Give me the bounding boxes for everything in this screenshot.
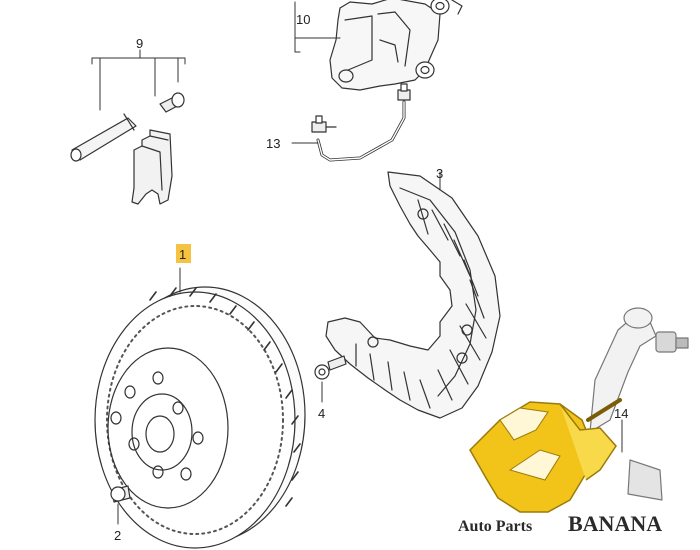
splash-shield-part-3 bbox=[325, 171, 501, 419]
bolt-part-4 bbox=[314, 355, 347, 403]
callout-10: 10 bbox=[296, 12, 310, 27]
callout-1-highlight bbox=[176, 244, 191, 263]
callout-4: 4 bbox=[318, 406, 325, 421]
callout-14: 14 bbox=[614, 406, 628, 421]
callout-bracket-10 bbox=[294, 1, 341, 53]
brake-caliper-part-10 bbox=[329, 0, 463, 91]
banana-icon bbox=[469, 398, 622, 513]
callout-1: 1 bbox=[179, 247, 186, 262]
watermark-text-big: BANANA bbox=[568, 511, 662, 536]
callout-3: 3 bbox=[436, 166, 443, 181]
callout-9: 9 bbox=[136, 36, 143, 51]
callout-2: 2 bbox=[114, 528, 121, 543]
brake-pad-kit-part-9 bbox=[70, 49, 186, 205]
watermark-text-small: Auto Parts bbox=[458, 518, 532, 535]
brake-disc-part-1 bbox=[94, 267, 306, 549]
brake-line-part-13 bbox=[291, 83, 411, 162]
screw-part-2 bbox=[110, 485, 131, 525]
callout-13: 13 bbox=[266, 136, 280, 151]
watermark-logo: Auto Parts BANANA bbox=[458, 307, 689, 536]
